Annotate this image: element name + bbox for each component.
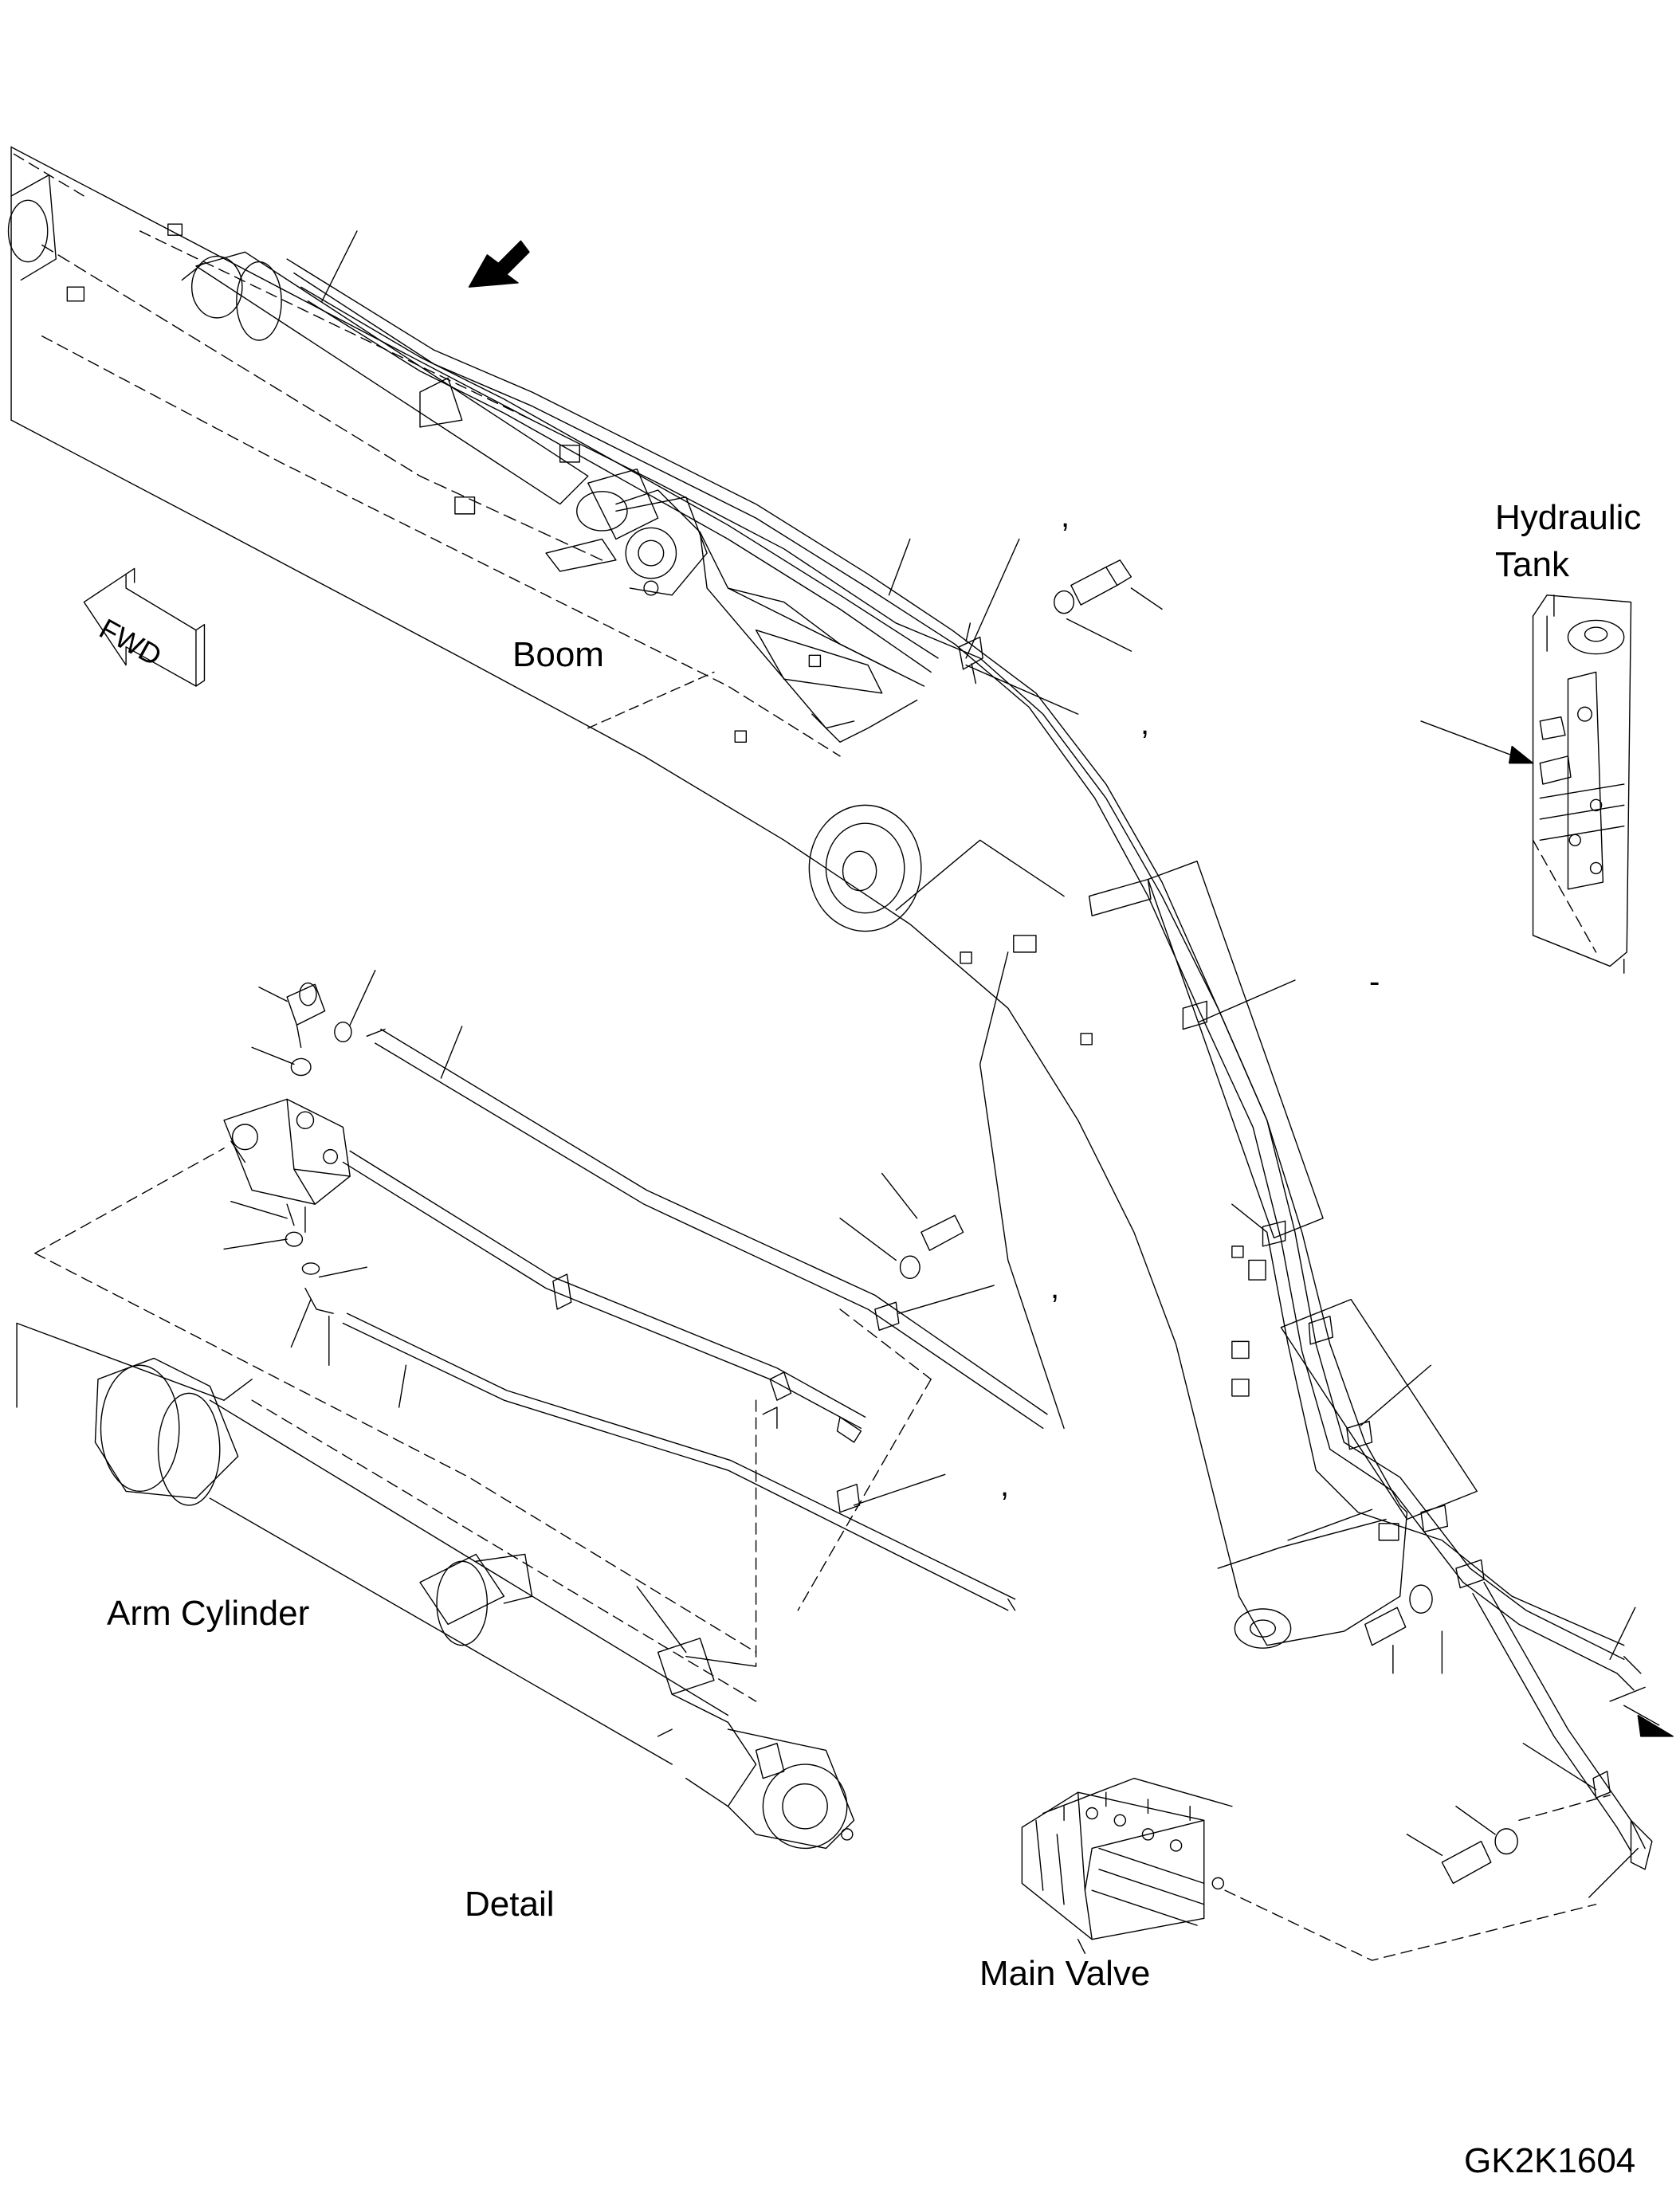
tank-arrowhead-icon	[1509, 747, 1533, 763]
hydraulic-tank	[1533, 595, 1631, 973]
boom-bolt-washer	[1054, 560, 1162, 651]
dash-mark-1: -	[1369, 964, 1380, 999]
boom-lower-dashed	[42, 245, 603, 560]
hydraulic-tank-label-line1: Hydraulic	[1495, 498, 1642, 537]
detail-callout-boxes	[1148, 861, 1477, 1520]
boom-top-cylinder	[67, 224, 657, 539]
main-valve-label: Main Valve	[979, 1954, 1151, 1993]
detail-label: Detail	[465, 1885, 555, 1924]
fwd-arrow-icon	[84, 568, 204, 686]
comma-mark-3: ,	[1050, 1270, 1060, 1305]
boom-centerline	[14, 154, 532, 420]
detail-assembly	[17, 971, 1047, 1849]
boom-leader-lines	[322, 231, 1638, 1897]
boom-label: Boom	[512, 635, 604, 674]
valve-bolt-washer	[1407, 1795, 1610, 1884]
comma-mark-1: ,	[1061, 499, 1070, 534]
boom-pipe-bundle	[287, 259, 1652, 1869]
comma-mark-4: ,	[1000, 1468, 1010, 1503]
foot-bolt-washer	[1365, 1585, 1443, 1673]
view-direction-arrow-icon	[469, 241, 529, 287]
drawing-code-label: GK2K1604	[1464, 2141, 1636, 2180]
outlet-arrow-icon	[1610, 1687, 1673, 1736]
boom-body	[9, 147, 1407, 1649]
comma-mark-2: ,	[1140, 706, 1150, 741]
main-valve	[1022, 1779, 1596, 1960]
hydraulic-tank-label-line2: Tank	[1495, 545, 1569, 584]
arm-cylinder-label: Arm Cylinder	[107, 1594, 310, 1633]
boom-pipe-clamps	[959, 623, 1610, 1798]
